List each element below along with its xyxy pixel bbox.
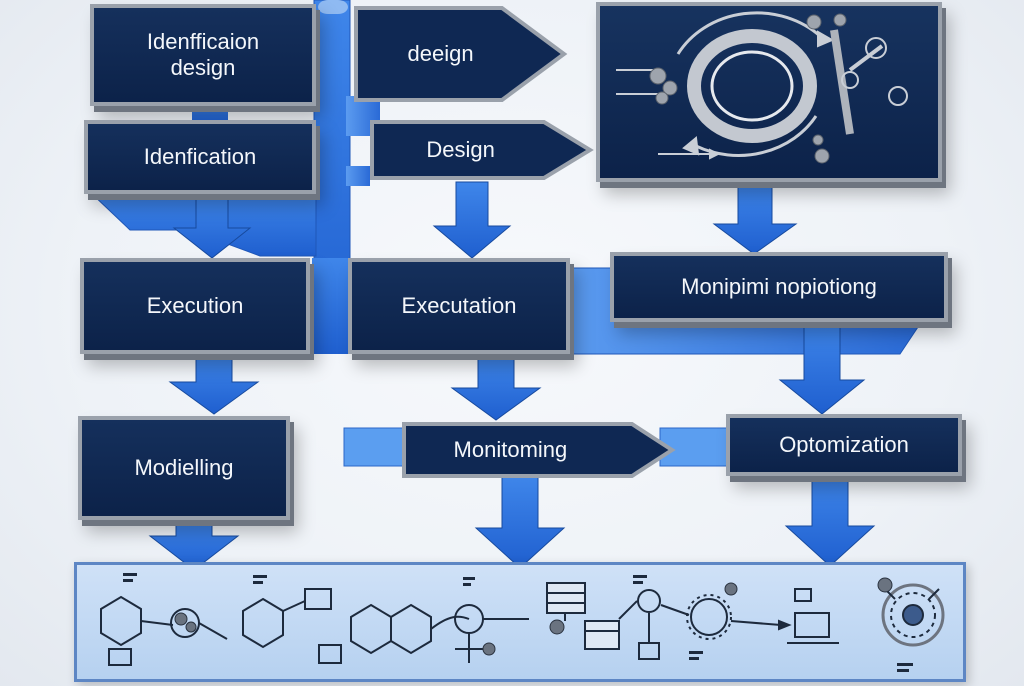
sketch-monitor-1 [546, 582, 586, 614]
connector-left-row1 [192, 104, 228, 122]
hexagon-molecule-3 [350, 603, 392, 655]
box-monipimi-nopiotiong-label: Monipimi nopiotiong [681, 273, 877, 299]
box-executation: Executation [348, 258, 570, 354]
sketch-big-gear [881, 583, 945, 647]
process-cycle-illustration [596, 2, 942, 182]
arrow-down-1 [172, 195, 252, 259]
arrow-down-9 [784, 473, 876, 567]
box-identification-design: Idenfficaion design [90, 4, 316, 106]
box-idenfication-label: Idenfication [143, 143, 257, 169]
arrow-down-5 [450, 355, 542, 421]
box-modelling: Modielling [78, 416, 290, 520]
connector-row3-left [312, 258, 352, 354]
bottom-illustration-strip [74, 562, 966, 682]
arrow-box-design: Design [368, 118, 594, 182]
sketch-gear-ring [690, 598, 728, 636]
box-modelling-label: Modielling [134, 454, 234, 480]
arrow-down-7 [148, 519, 240, 571]
connector-middle-bar-2 [346, 166, 370, 186]
box-idenfication: Idenfication [84, 120, 316, 194]
arrow-down-3 [712, 181, 798, 255]
box-optomization: Optomization [726, 414, 962, 476]
box-executation-label: Executation [401, 292, 517, 318]
box-optomization-label: Optomization [779, 431, 909, 457]
hexagon-molecule-2 [242, 597, 284, 649]
arrow-down-4 [168, 355, 260, 415]
arrow-box-monitoming-label: Monitoming [453, 437, 568, 462]
arrow-box-monitoming: Monitoming [400, 420, 676, 480]
arrow-box-design-top: deeign [352, 4, 568, 104]
connector-top-stub [318, 0, 348, 14]
strip-sketches [100, 573, 945, 672]
sketch-laptop [794, 612, 830, 638]
arrow-down-8 [474, 475, 566, 569]
arrow-down-6 [778, 321, 866, 415]
box-monipimi-nopiotiong: Monipimi nopiotiong [610, 252, 948, 322]
arrow-down-2 [432, 181, 512, 259]
sketch-monitor-2 [584, 620, 620, 650]
box-execution-label: Execution [146, 292, 244, 318]
arrow-box-design-label: Design [426, 137, 495, 162]
box-identification-design-label: Idenfficaion design [146, 28, 260, 80]
arrow-box-design-top-label: deeign [407, 41, 474, 66]
box-execution: Execution [80, 258, 310, 354]
cycle-graphic [616, 11, 908, 164]
hexagon-molecule-1 [100, 595, 142, 647]
